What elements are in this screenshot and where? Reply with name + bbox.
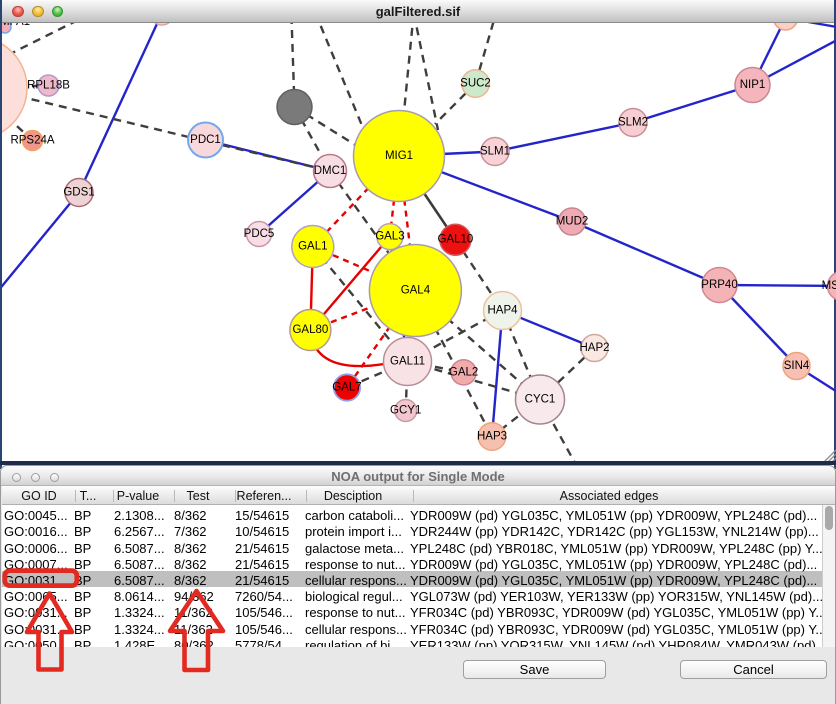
svg-text:PDC5: PDC5 [244,228,275,240]
svg-text:SIN4: SIN4 [784,360,810,372]
svg-text:MSI1: MSI1 [822,280,836,292]
svg-text:RPL18B: RPL18B [27,80,70,92]
svg-text:HAP2: HAP2 [579,342,609,354]
svg-text:GAL7: GAL7 [332,382,361,394]
svg-text:PRP40: PRP40 [701,279,737,291]
svg-text:GAL3: GAL3 [375,231,404,243]
svg-text:GDS1: GDS1 [63,187,94,199]
svg-text:GAL80: GAL80 [292,324,328,336]
svg-text:HAP3: HAP3 [477,431,507,443]
svg-text:GAL10: GAL10 [437,234,473,246]
svg-text:PDC1: PDC1 [190,134,221,146]
svg-text:GCY1: GCY1 [390,405,421,417]
svg-text:MUD2: MUD2 [556,216,589,228]
svg-text:NIP1: NIP1 [740,79,766,91]
svg-text:GAL4: GAL4 [401,285,431,297]
svg-text:SLM1: SLM1 [480,146,510,158]
svg-text:GAL2: GAL2 [449,366,478,378]
svg-text:HAP4: HAP4 [487,305,518,317]
svg-text:RPS24A: RPS24A [10,135,54,147]
svg-text:GAL1: GAL1 [298,241,327,253]
svg-text:CYC1: CYC1 [525,394,556,406]
svg-text:GAL11: GAL11 [390,356,425,368]
svg-text:SLM2: SLM2 [618,117,648,129]
svg-text:MIG1: MIG1 [385,150,413,162]
svg-text:SUC2: SUC2 [460,78,491,90]
svg-text:DMC1: DMC1 [314,165,347,177]
